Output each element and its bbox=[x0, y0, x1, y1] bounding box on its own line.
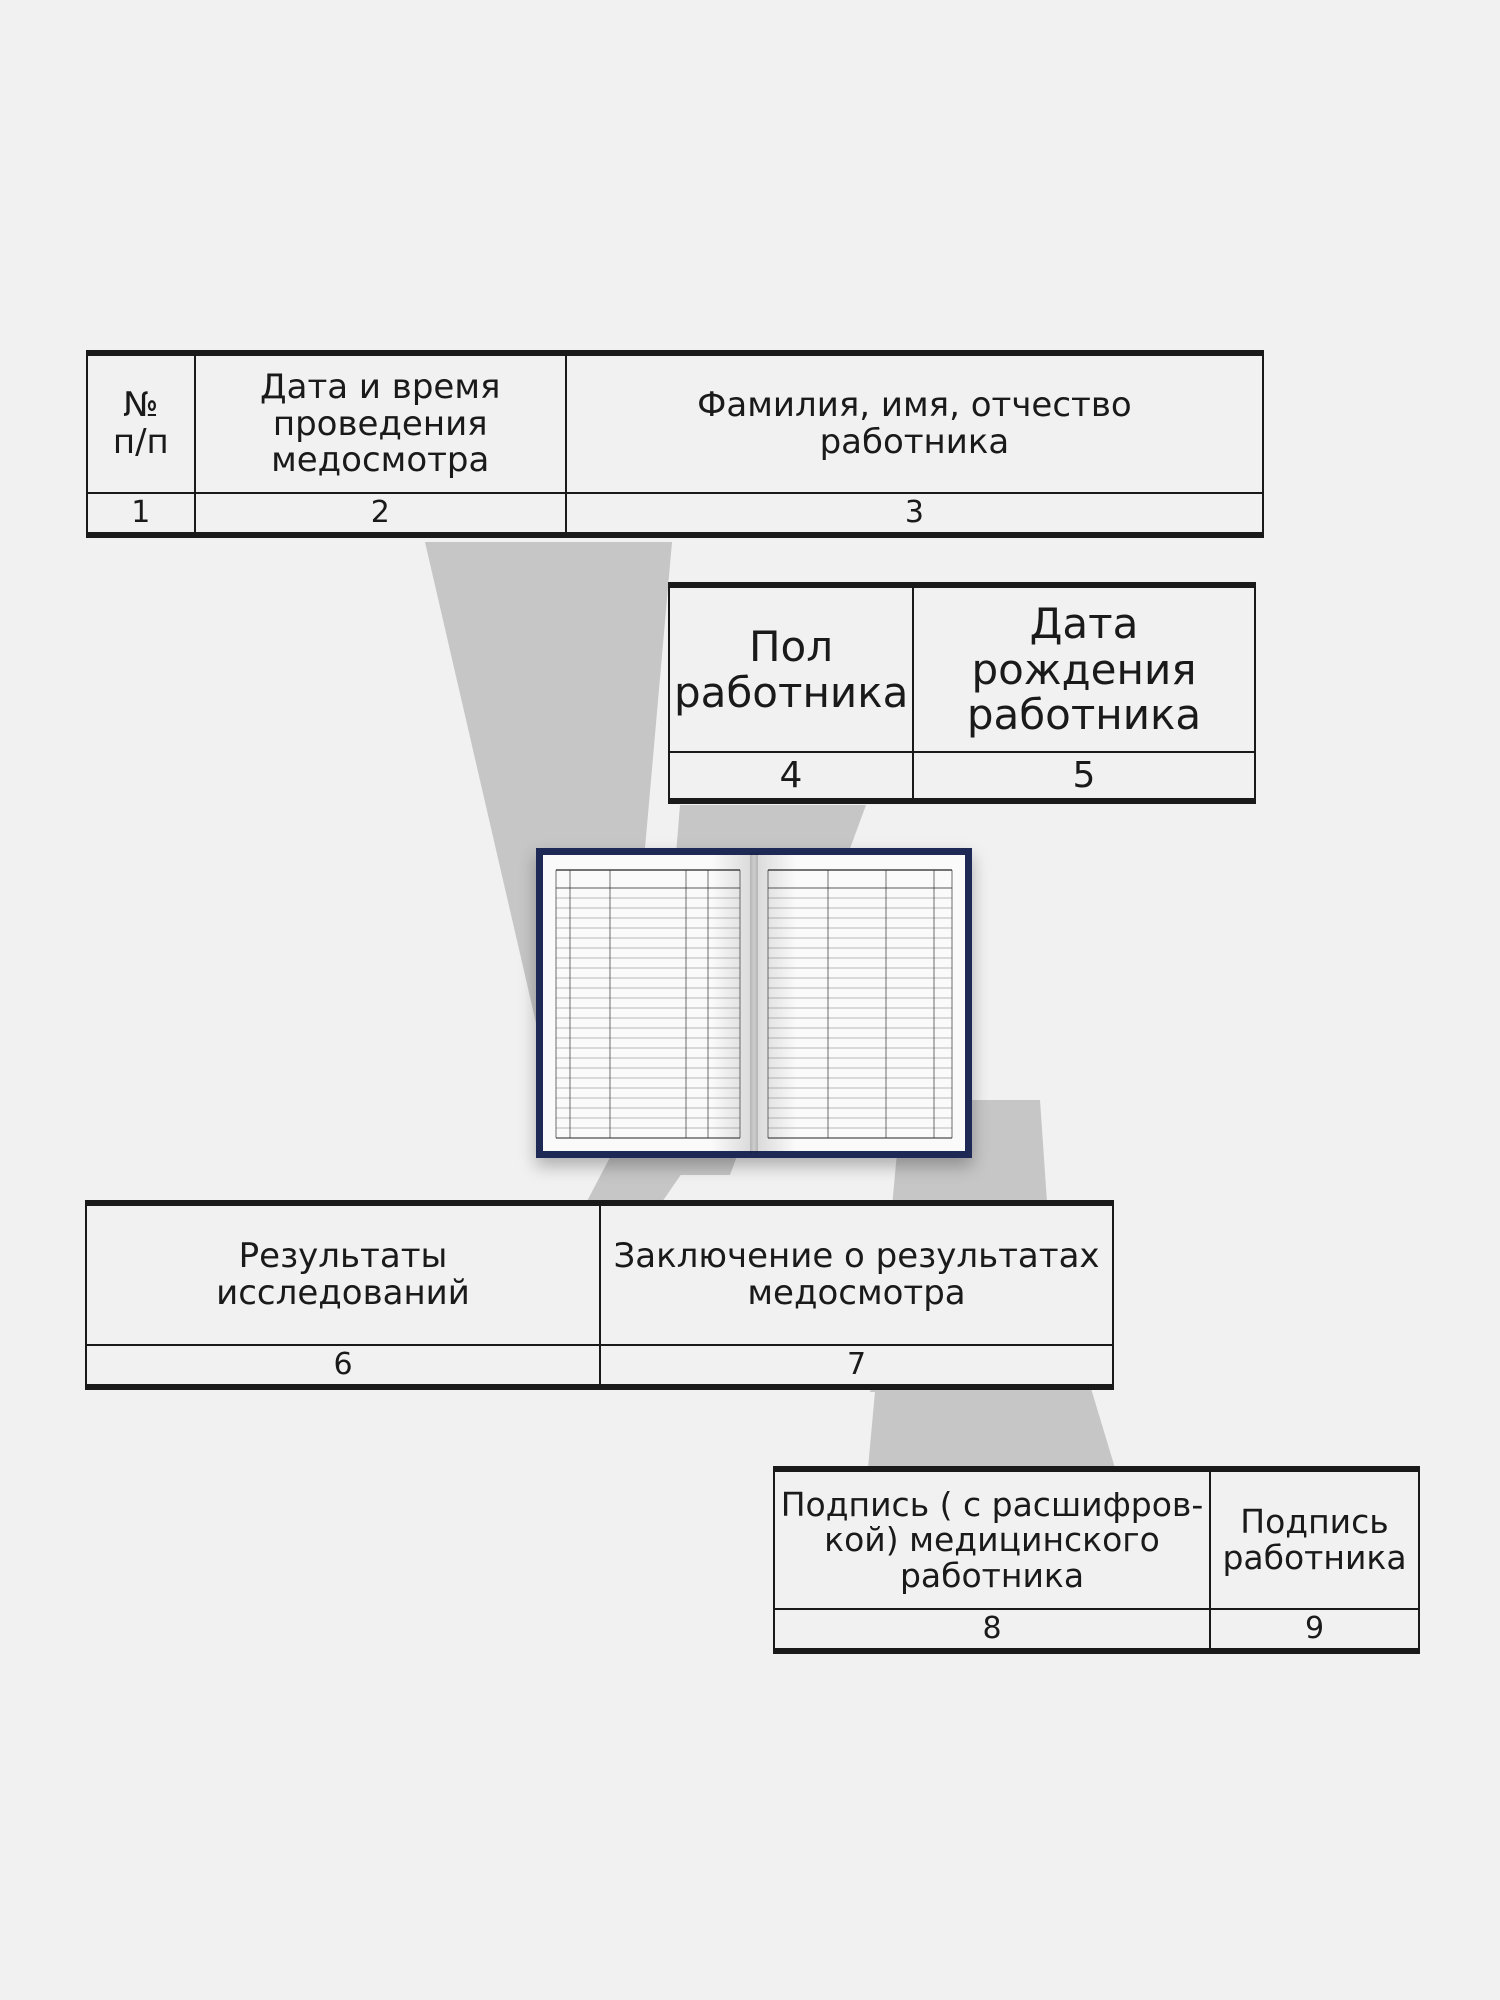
table-results-conclusion: Результаты исследований Заключение о рез… bbox=[85, 1200, 1114, 1390]
table-gender-birthdate: Пол работника Дата рождения работника 4 … bbox=[668, 582, 1256, 804]
header-medical-signature: Подпись ( с расшифров- кой) медицинского… bbox=[773, 1469, 1211, 1610]
column-number-8: 8 bbox=[773, 1609, 1211, 1651]
book-ruled-lines bbox=[555, 869, 953, 1139]
book-left-page bbox=[543, 855, 754, 1151]
header-full-name: Фамилия, имя, отчество работника bbox=[564, 353, 1265, 494]
journal-book-image bbox=[536, 848, 972, 1158]
column-number-9: 9 bbox=[1209, 1609, 1420, 1651]
column-number-4: 4 bbox=[668, 752, 914, 801]
column-number-2: 2 bbox=[193, 493, 567, 535]
header-gender: Пол работника bbox=[668, 585, 914, 753]
header-research-results: Результаты исследований bbox=[85, 1203, 601, 1346]
table-id-date-name: № п/п Дата и время проведения медосмотра… bbox=[86, 350, 1265, 538]
header-worker-signature: Подпись работника bbox=[1209, 1469, 1420, 1610]
column-number-1: 1 bbox=[86, 493, 196, 535]
header-exam-conclusion: Заключение о результатах медосмотра bbox=[599, 1203, 1114, 1346]
header-number: № п/п bbox=[86, 353, 196, 494]
column-number-7: 7 bbox=[599, 1345, 1114, 1387]
header-birthdate: Дата рождения работника bbox=[912, 585, 1256, 753]
table-signatures: Подпись ( с расшифров- кой) медицинского… bbox=[773, 1466, 1420, 1654]
book-spine bbox=[750, 853, 758, 1153]
book-right-page bbox=[754, 855, 965, 1151]
column-number-5: 5 bbox=[912, 752, 1256, 801]
column-number-3: 3 bbox=[564, 493, 1265, 535]
header-exam-datetime: Дата и время проведения медосмотра bbox=[193, 353, 567, 494]
column-number-6: 6 bbox=[85, 1345, 601, 1387]
